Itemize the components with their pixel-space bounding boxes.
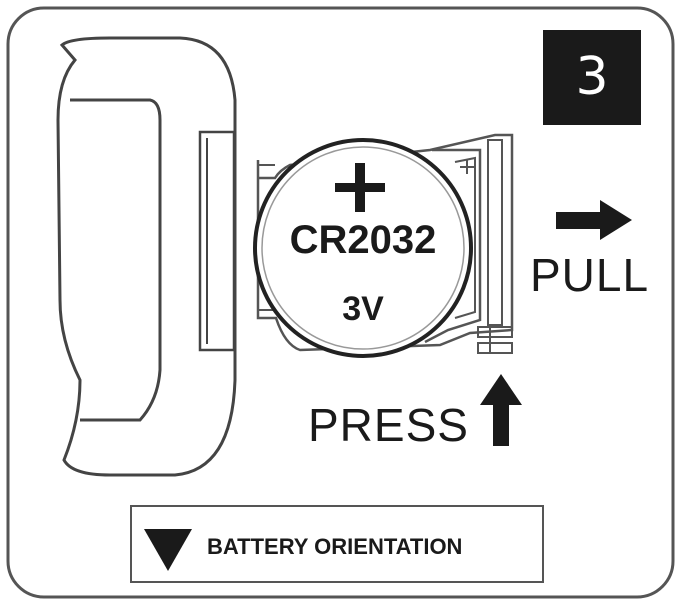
tray-latch bbox=[477, 326, 513, 338]
press-label: PRESS bbox=[308, 399, 469, 451]
pull-label: PULL bbox=[530, 249, 650, 301]
coin-cell bbox=[253, 138, 473, 358]
battery-orientation-label: BATTERY ORIENTATION bbox=[207, 534, 463, 559]
tray-clip bbox=[424, 148, 482, 344]
device-body-outline bbox=[56, 36, 237, 477]
press-arrow-icon bbox=[480, 374, 522, 446]
tray-clip-plus-mark bbox=[460, 160, 474, 174]
down-triangle-icon bbox=[144, 529, 192, 571]
battery-model-label: CR2032 bbox=[289, 218, 437, 262]
step-number-badge: 3 bbox=[543, 30, 641, 125]
battery-orientation-box: BATTERY ORIENTATION bbox=[130, 505, 544, 583]
battery-plus-sign bbox=[335, 163, 385, 212]
battery-voltage-label: 3V bbox=[342, 290, 384, 328]
device-body-inner bbox=[70, 98, 162, 422]
device-slot bbox=[198, 130, 236, 352]
pull-arrow-icon bbox=[556, 200, 632, 240]
